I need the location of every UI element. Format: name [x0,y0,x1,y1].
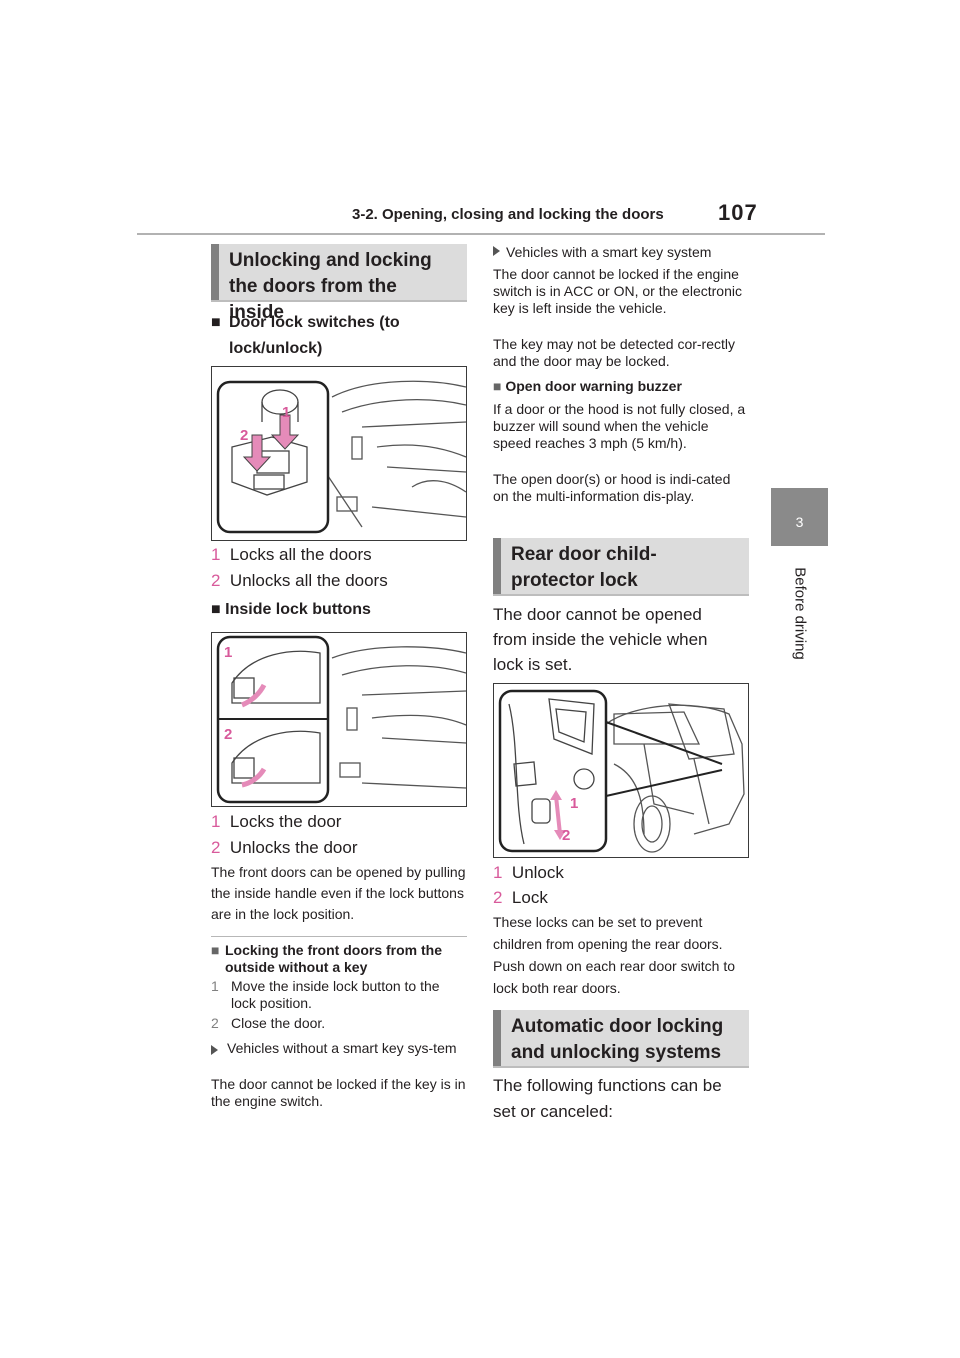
buzzer-text2: The open door(s) or hood is indi-cated o… [493,471,731,504]
chapter-number: 3 [795,514,804,530]
inside-lock-buttons-illustration: 1 2 [216,635,466,804]
figure-callout-2: 2 [562,827,570,844]
figure-child-protector-lock: 1 2 [493,683,749,858]
step-locks-door: 1 Locks the door [211,812,342,831]
page-number: 107 [718,200,758,225]
figure-callout-1: 1 [282,404,290,421]
child-lock-note: These locks can be set to prevent childr… [493,914,736,996]
figure-callout-1: 1 [570,795,578,812]
figure-door-lock-switch: 1 2 [211,366,467,541]
square-bullet-icon: ■ [211,314,221,331]
note-front-doors: The front doors can be opened by pulling… [211,864,466,922]
with-smart-key-note2: The key may not be detected cor-rectly a… [493,336,735,369]
header-rule [137,233,825,235]
divider-rule [211,936,467,937]
step-unlocks-door: 2 Unlocks the door [211,838,358,857]
automatic-locking-intro: The following functions can be set or ca… [493,1076,722,1121]
square-bullet-icon: ■ [211,601,221,618]
subheading-door-lock-switches: ■Door lock switches (to lock/unlock) [211,310,461,362]
figure-callout-2: 2 [240,427,248,444]
with-smart-key-heading: Vehicles with a smart key system [493,244,751,261]
subheading-locking-front: ■Locking the front doors from the outsid… [211,942,442,975]
child-protector-lock-illustration: 1 2 [498,689,745,853]
section-heading-text: Automatic door locking and unlocking sys… [511,1016,724,1063]
section-heading-text: Unlocking and locking the doors from the… [229,250,432,323]
section-heading-unlocking-locking: Unlocking and locking the doors from the… [211,244,467,323]
buzzer-text1: If a door or the hood is not fully close… [493,401,746,451]
step-unlock: 1 Unlock [493,863,564,882]
child-lock-intro: The door cannot be opened from inside th… [493,605,708,674]
figure-callout-2: 2 [224,726,232,743]
door-lock-switch-illustration: 1 2 [216,380,466,534]
figure-inside-lock-buttons: 1 2 [211,632,467,807]
section-heading-child-protector: Rear door child-protector lock [493,538,749,596]
running-header-title: 3-2. Opening, closing and locking the do… [352,206,664,223]
step-locks-all: 1 Locks all the doors [211,545,372,564]
subheading-open-door-buzzer: ■ Open door warning buzzer [493,378,682,394]
with-smart-key-note1: The door cannot be locked if the engine … [493,266,742,316]
step-unlocks-all: 2 Unlocks all the doors [211,571,388,590]
figure-callout-1: 1 [224,644,232,661]
without-smart-key-note: The door cannot be locked if the key is … [211,1076,466,1109]
triangle-bullet-icon [493,246,500,256]
square-bullet-icon: ■ [493,378,502,394]
without-smart-key-heading: Vehicles without a smart key sys-tem [211,1040,467,1060]
triangle-bullet-icon [211,1045,218,1055]
section-heading-automatic-locking: Automatic door locking and unlocking sys… [493,1010,749,1068]
chapter-tab: 3 [771,488,828,546]
section-heading-text: Rear door child-protector lock [511,544,657,591]
square-bullet-icon: ■ [211,942,220,958]
step-lock: 2 Lock [493,888,548,907]
subheading-inside-lock-buttons: ■ Inside lock buttons [211,601,371,618]
chapter-label: Before driving [791,567,809,660]
